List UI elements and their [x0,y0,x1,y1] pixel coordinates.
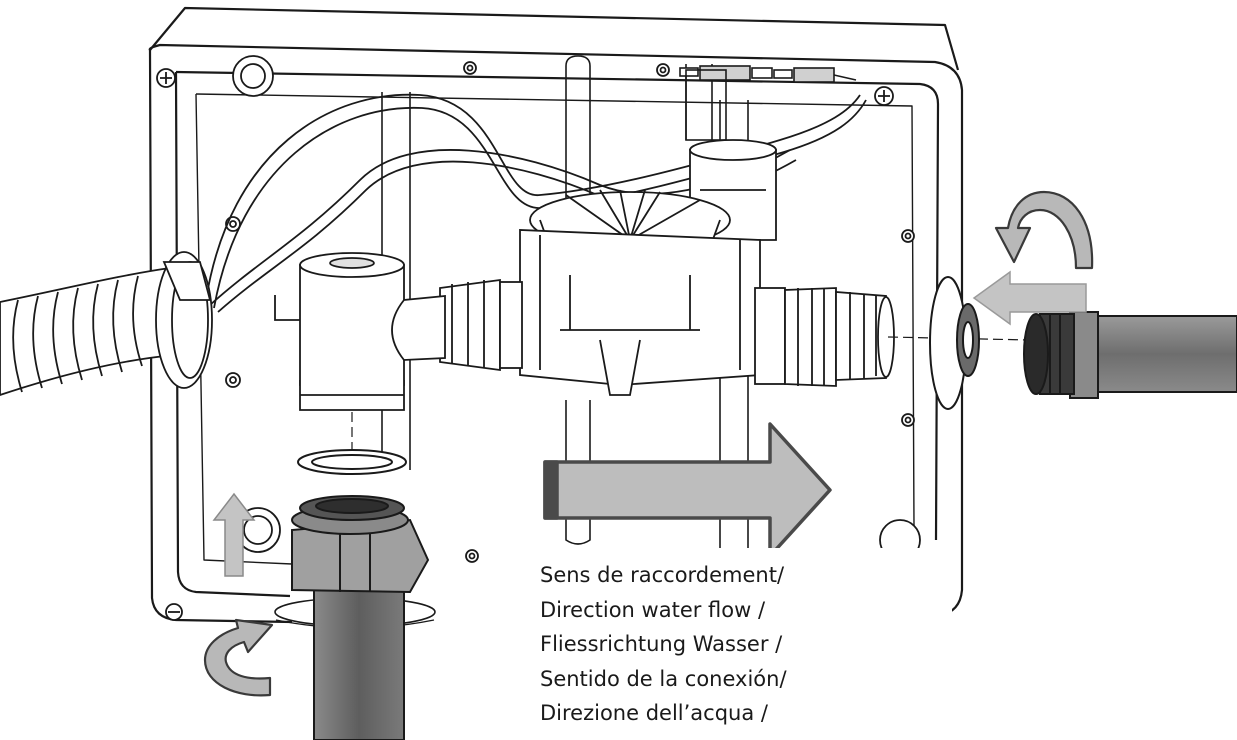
solenoid-valve [519,139,777,396]
caption-line-es: Sentido de la conexión/ [540,666,787,691]
arrow-up-icon [212,492,256,577]
corner-screws [156,68,894,621]
caption-line-fr: Sens de raccordement/ [540,563,785,587]
flow-direction-caption: Sens de raccordement/ Direction water fl… [540,558,787,731]
rotate-arrow-icon [994,190,1094,270]
wire-connectors [679,65,857,141]
arrow-left-icon [972,270,1087,326]
bottom-pipe [291,495,430,740]
caption-line-it: Direzione dell’acqua / [540,701,768,725]
right-gaskets [929,276,980,410]
rotate-arrow-icon [203,618,274,697]
arrow-right-icon [543,422,832,558]
valve-right-union [754,287,895,387]
caption-line-de: Fliessrichtung Wasser / [540,632,783,656]
caption-line-en: Direction water flow / [540,597,766,622]
left-conduit [0,251,213,396]
caption-background [532,548,952,740]
tee-connector [274,252,446,411]
bottom-gasket [297,449,407,475]
right-pipe [1023,311,1237,399]
valve-left-union [439,278,523,372]
